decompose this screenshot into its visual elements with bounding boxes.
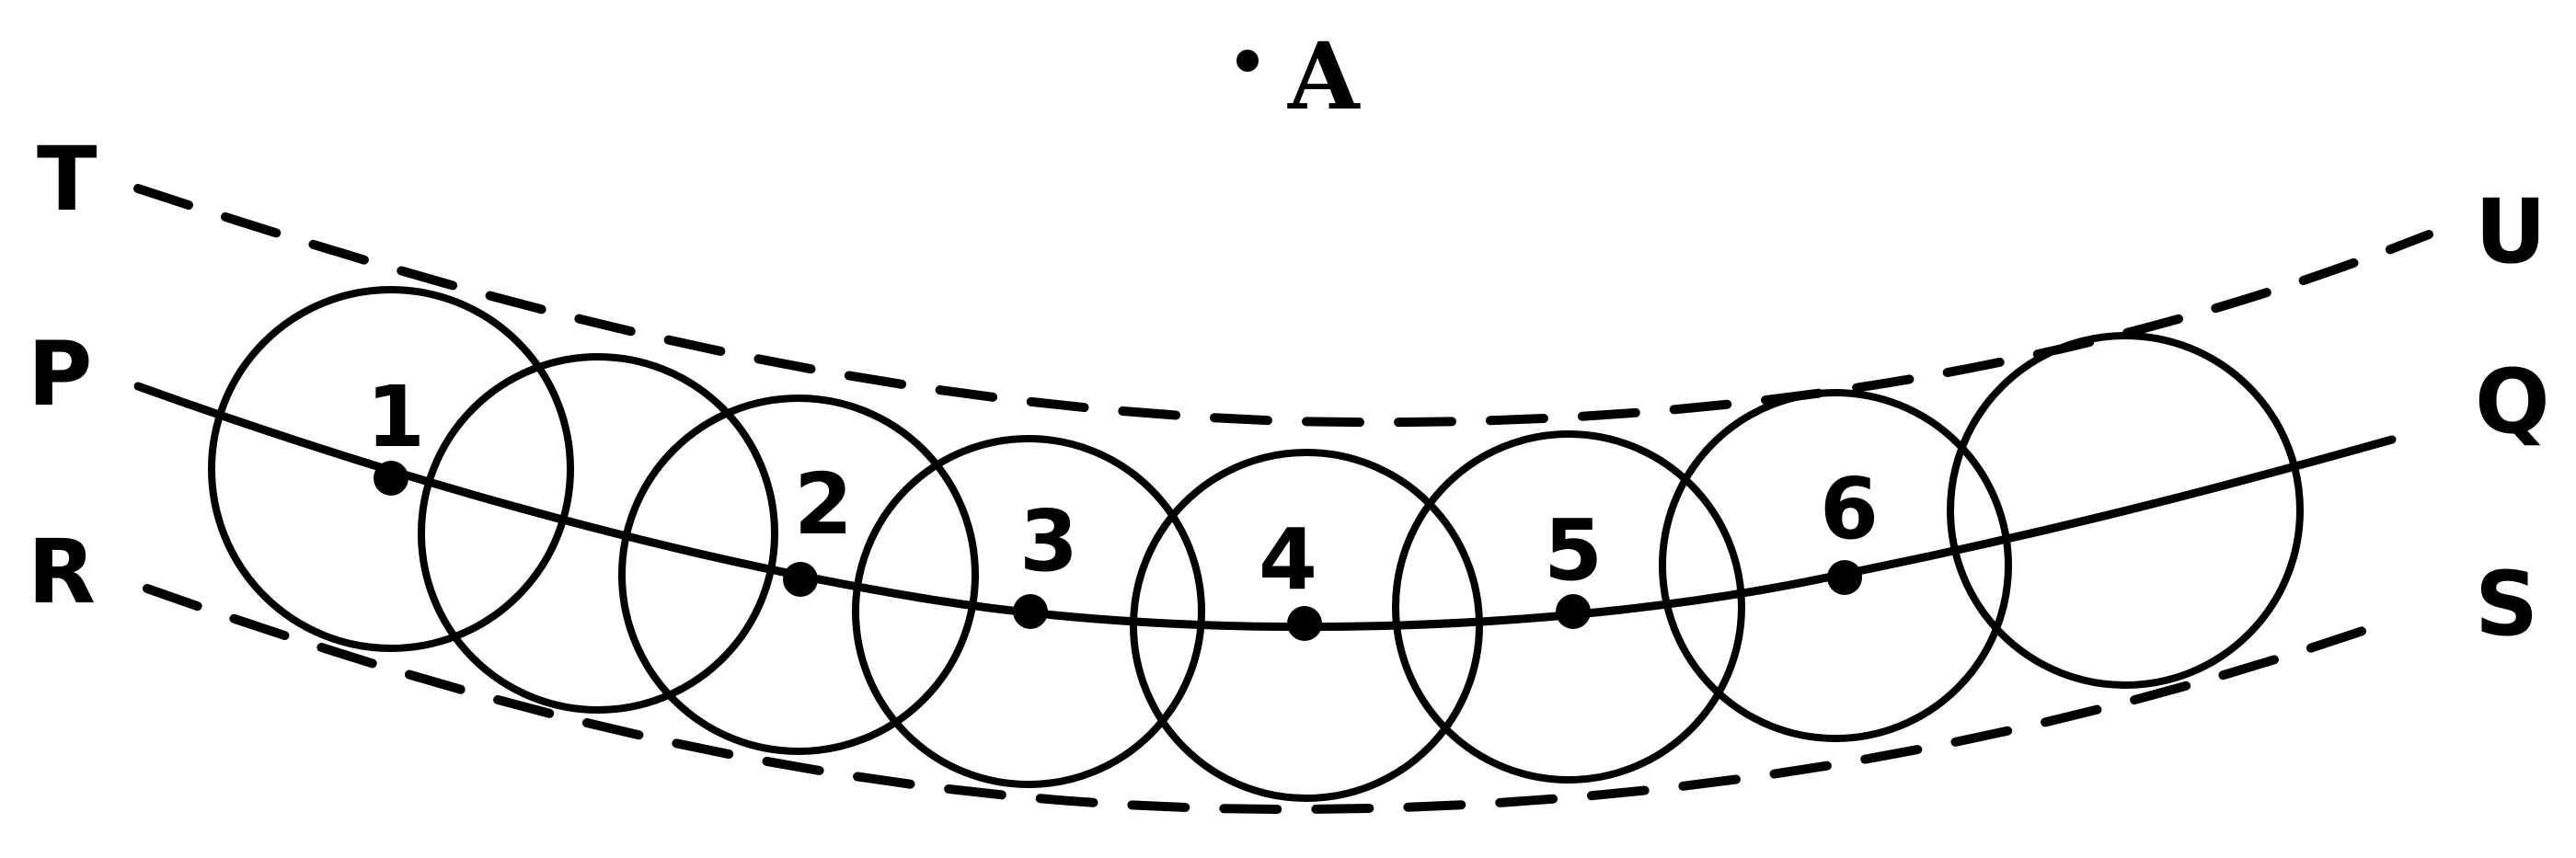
circle-c6 [1392,430,1745,784]
point-4-label: 4 [1259,510,1317,609]
curve-label-q: Q [2475,350,2550,453]
point-4-dot [1287,606,1322,641]
circle-c4 [852,435,1205,788]
curves-group [133,184,2433,815]
point-2-dot [783,562,818,597]
point-3-label: 3 [1019,492,1078,590]
curve-tu [133,184,2433,428]
point-a-label: A [1287,22,1361,131]
curve-label-s: S [2475,553,2538,656]
circle-c1 [208,286,574,652]
curve-label-t: T [37,128,97,231]
points-group [374,50,1862,641]
point-5-dot [1556,594,1591,629]
point-6-label: 6 [1820,460,1879,558]
circle-c5 [1130,449,1483,802]
point-5-label: 5 [1544,501,1603,600]
circle-c2 [418,353,778,714]
point-a-dot [1236,50,1259,72]
curve-label-u: U [2475,180,2547,283]
point-1-label: 1 [366,368,425,466]
circle-c7 [1659,389,2012,742]
point-6-dot [1827,560,1862,595]
circles-group [208,286,2304,802]
point-3-dot [1013,594,1048,629]
circle-c8 [1947,332,2304,689]
curve-rs [143,584,2397,815]
point-2-label: 2 [794,455,853,554]
circle-c3 [618,395,979,755]
curve-label-p: P [28,323,92,426]
curve-label-r: R [28,521,96,623]
labels-group: 1 2 3 4 5 6 TPR UQS A [28,22,2550,656]
point-1-dot [374,461,408,496]
